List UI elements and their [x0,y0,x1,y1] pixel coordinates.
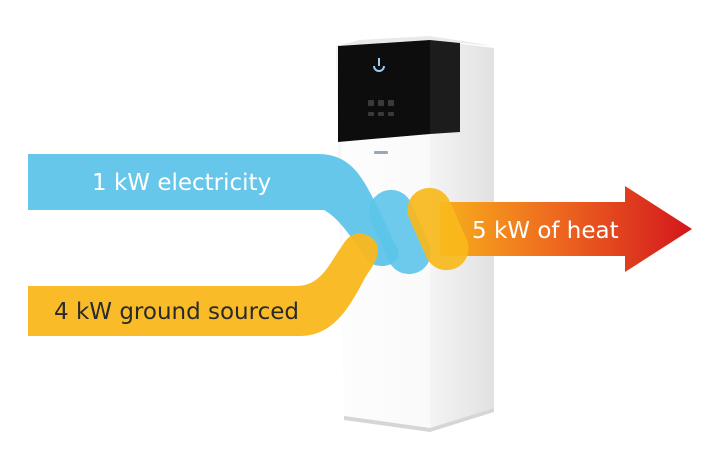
yellow-loop [407,187,469,271]
brand-logo [374,151,388,154]
display-buttons [368,100,394,116]
control-panel [338,40,430,142]
unit-top [336,36,494,46]
ground-label: 4 kW ground sourced [54,299,299,325]
blue-loop [369,189,431,275]
electricity-label: 1 kW electricity [92,170,271,196]
electricity-arrow [28,154,399,267]
exchange-loops [369,187,469,275]
control-panel-side [430,40,460,134]
power-indicator-icon [373,65,385,72]
unit-base [344,408,494,432]
heat-label: 5 kW of heat [472,218,619,244]
heat-arrow [440,186,692,272]
ground-arrow [28,233,379,336]
